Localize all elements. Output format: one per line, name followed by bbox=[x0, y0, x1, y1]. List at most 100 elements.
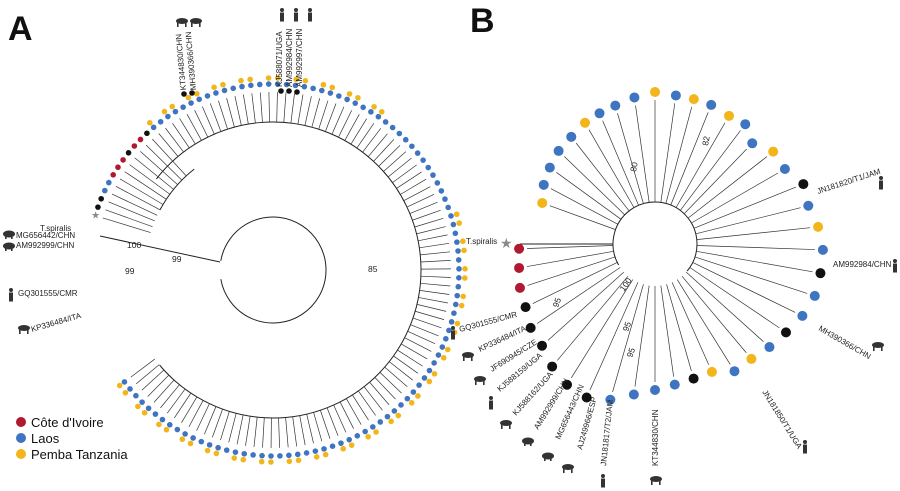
panel-a-branch bbox=[147, 374, 170, 397]
panel-a-branch bbox=[333, 404, 347, 433]
panel-a-leaf-dot-pemba bbox=[346, 91, 353, 97]
panel-a-branch bbox=[299, 415, 306, 446]
panel-a-branch bbox=[397, 349, 423, 367]
panel-a-outgroup-star: ★ bbox=[91, 211, 100, 222]
panel-a-leaf-dot-pemba bbox=[185, 94, 192, 101]
panel-a-leaf-dot bbox=[241, 450, 248, 457]
panel-b-leaf-dot bbox=[605, 394, 616, 405]
panel-a-label-mg656442: MG656442/CHN bbox=[16, 231, 75, 240]
panel-b-leaf-dot bbox=[566, 131, 577, 142]
panel-a-branch bbox=[393, 355, 419, 374]
panel-b-branch bbox=[602, 120, 639, 206]
panel-a-leaf-dot-pemba bbox=[293, 76, 300, 83]
panel-a-leaf-dot bbox=[420, 157, 426, 163]
panel-a-branch bbox=[383, 151, 407, 172]
panel-a-branch bbox=[115, 186, 161, 211]
panel-a-leaf-dot-pemba bbox=[116, 382, 123, 389]
panel-a-leaf-dot-pemba bbox=[220, 81, 226, 88]
panel-a-leaf-dot-pemba bbox=[355, 94, 361, 101]
panel-a-branch bbox=[404, 337, 432, 352]
panel-a-branch bbox=[350, 118, 367, 145]
panel-a-branch bbox=[389, 361, 414, 381]
panel-b-branch bbox=[660, 103, 676, 203]
panel-b-branch bbox=[526, 250, 614, 267]
wild-animal-icon bbox=[500, 420, 512, 429]
panel-b-branch bbox=[575, 142, 630, 212]
panel-a-branch bbox=[420, 282, 451, 287]
panel-a-branch bbox=[396, 171, 422, 189]
panel-b-letter: B bbox=[470, 2, 495, 40]
human-icon bbox=[893, 259, 897, 273]
panel-a-leaf-dot-pemba bbox=[454, 320, 461, 327]
panel-a-leaf-dot bbox=[125, 150, 132, 156]
panel-a-branch bbox=[290, 93, 295, 124]
panel-a-leaf-dot bbox=[230, 85, 237, 92]
panel-a-branch bbox=[410, 324, 439, 337]
panel-a-leaf-dot-pemba bbox=[340, 445, 346, 452]
panel-b-leaf-dot bbox=[706, 366, 717, 377]
panel-a-root-arc bbox=[220, 216, 327, 324]
human-icon bbox=[280, 8, 284, 22]
panel-b-bootstrap-95-a: 95 bbox=[550, 296, 563, 309]
panel-a-branch bbox=[418, 297, 448, 304]
panel-b-branch bbox=[691, 172, 779, 224]
pig-icon bbox=[522, 437, 534, 446]
panel-a-branch bbox=[124, 171, 167, 200]
panel-a-leaf-dot bbox=[354, 433, 361, 439]
panel-a-leaf-dot bbox=[196, 96, 202, 103]
panel-a-leaf-dot bbox=[426, 367, 433, 374]
panel-b-branch bbox=[696, 245, 815, 250]
pig-icon bbox=[3, 230, 15, 239]
panel-a-leaf-dot-pemba bbox=[194, 90, 200, 97]
panel-a-branch bbox=[384, 366, 408, 388]
panel-a-branch bbox=[416, 226, 446, 235]
panel-a-leaf-dot-pemba bbox=[462, 275, 468, 281]
panel-a-leaf-dot bbox=[144, 130, 150, 137]
panel-a-branch bbox=[283, 92, 287, 123]
panel-b-leaf-dot bbox=[525, 322, 536, 333]
panel-a-branch bbox=[416, 304, 447, 312]
panel-a-leaf-dot bbox=[451, 310, 457, 317]
panel-a-branch bbox=[325, 103, 337, 132]
panel-a-leaf-dot bbox=[431, 360, 437, 366]
panel-b-leaf-dot bbox=[562, 379, 573, 390]
panel-a-leaf-dot bbox=[188, 100, 194, 106]
panel-b-leaf-dot bbox=[768, 146, 779, 157]
panel-a-leaf-dot-pemba bbox=[179, 436, 186, 443]
panel-a-leaf-dot-pemba bbox=[204, 447, 211, 454]
panel-b-branch bbox=[676, 279, 731, 365]
panel-a-branch bbox=[406, 194, 435, 208]
panel-a-clade-arc-small bbox=[159, 168, 195, 211]
panel-a-branch bbox=[306, 414, 314, 444]
panel-a-leaf-dot bbox=[274, 81, 281, 87]
panel-a-leaf-dot bbox=[159, 416, 166, 423]
panel-a-branch bbox=[196, 403, 210, 431]
panel-a-branch bbox=[135, 364, 160, 385]
panel-b-root-arc bbox=[612, 201, 698, 272]
panel-b-branch bbox=[564, 156, 626, 216]
panel-a-leaf-dot bbox=[174, 426, 181, 433]
legend-label-cote-divoire: Côte d'Ivoire bbox=[31, 415, 104, 430]
panel-a-leaf-dot bbox=[409, 143, 415, 150]
panel-a-leaf-dot bbox=[455, 283, 462, 290]
wild-animal-icon bbox=[474, 376, 486, 385]
panel-b-label-am992984: AM992984/CHN bbox=[833, 260, 891, 269]
panel-a-branch bbox=[209, 103, 222, 132]
panel-a-leaf-dot bbox=[430, 172, 436, 178]
panel-b-circular-tree: ★ bbox=[500, 87, 828, 405]
panel-a-branch bbox=[344, 114, 360, 141]
panel-a-leaf-dot bbox=[456, 275, 462, 281]
panel-a-reference-dot bbox=[286, 88, 292, 94]
panel-a-leaf-dot bbox=[139, 399, 145, 405]
panel-a-branch bbox=[153, 379, 175, 403]
panel-a-leaf-dot bbox=[133, 392, 139, 399]
panel-a-leaf-dot bbox=[352, 100, 359, 106]
panel-a-leaf-dot-pemba bbox=[156, 421, 162, 428]
panel-b-branch bbox=[696, 227, 811, 240]
panel-a-branch bbox=[253, 417, 258, 448]
panel-a-leaf-dot bbox=[362, 428, 368, 435]
panel-b-branch bbox=[671, 282, 710, 365]
panel-a-reference-dot bbox=[294, 89, 300, 95]
panel-a-branch bbox=[401, 343, 428, 360]
panel-b-branch bbox=[692, 262, 796, 313]
